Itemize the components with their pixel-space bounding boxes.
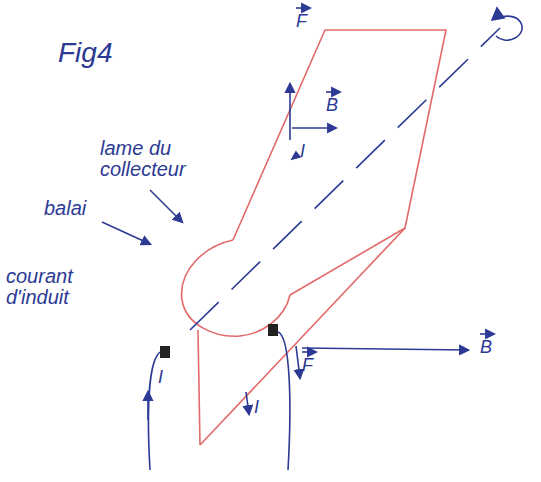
figure-title: Fig4 [58,38,112,67]
wires [102,8,494,470]
brush [160,346,170,358]
coil-loop [182,30,446,445]
part-label: courant d'induit [6,266,106,308]
force-label: F [302,356,313,375]
part-label: lame du collecteur [100,138,200,180]
rotation-axis [190,8,522,330]
current-label: I [158,368,163,387]
field-label: B [480,338,492,357]
field-label: B [326,96,338,115]
brush [268,324,278,336]
current-label: I [300,142,305,161]
part-label: balai [44,198,86,219]
current-label: I [254,398,259,417]
force-label: F [296,12,307,31]
